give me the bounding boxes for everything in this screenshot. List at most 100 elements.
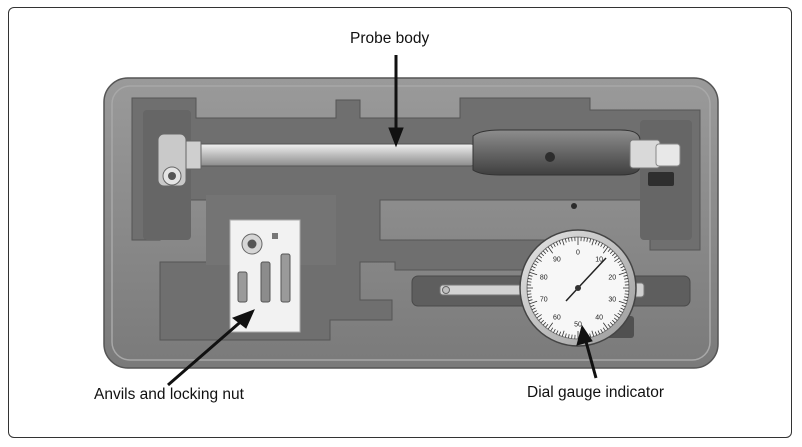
dial-tick xyxy=(533,310,538,313)
dial-tick xyxy=(558,331,562,336)
dial-gauge-arrow xyxy=(583,337,598,379)
probe-body-arrowhead xyxy=(388,127,404,148)
dial-number: 70 xyxy=(540,297,548,304)
dial-tick xyxy=(621,268,626,272)
dial-tick xyxy=(589,238,592,243)
dial-tick xyxy=(620,265,625,269)
dial-tick xyxy=(594,240,598,245)
dial-tick xyxy=(591,330,595,337)
dial-tick xyxy=(589,333,592,338)
dial-tick xyxy=(545,323,549,328)
dial-tick xyxy=(547,246,554,254)
dial-tick xyxy=(624,278,629,280)
dial-tick xyxy=(597,330,601,335)
dial-tick xyxy=(611,252,616,257)
dial-tick xyxy=(623,299,628,302)
dial-tick xyxy=(602,322,609,330)
dial-tick xyxy=(564,238,567,243)
dial-number: 30 xyxy=(608,297,616,304)
dial-tick xyxy=(534,260,539,264)
dial-tick xyxy=(538,317,543,321)
dial-tick xyxy=(527,293,532,295)
dial-tick xyxy=(613,317,618,321)
dial-gauge-label: Dial gauge indicator xyxy=(527,384,665,401)
anvils-arrowhead xyxy=(231,309,255,329)
dial-tick xyxy=(528,299,533,302)
dial-tick xyxy=(533,263,538,266)
dial-tick xyxy=(568,237,570,242)
dial-tick xyxy=(600,328,603,333)
dial-tick xyxy=(529,271,538,276)
dial-gauge: 0 10 20 30 40 50 60 70 80 90 xyxy=(439,229,645,347)
dial-tick xyxy=(602,244,606,249)
dial-tick xyxy=(617,312,622,316)
dial-tick xyxy=(618,271,627,276)
dial-tick xyxy=(555,241,559,246)
dial-tick xyxy=(534,312,539,316)
dial-tick xyxy=(602,246,609,254)
dial-tick xyxy=(614,257,620,262)
dial-number: 40 xyxy=(595,315,603,322)
dial-tick xyxy=(621,304,626,308)
dial-tick xyxy=(542,250,547,255)
probe-body xyxy=(157,129,681,187)
dial-tick xyxy=(528,274,533,277)
dial-tick xyxy=(607,248,611,253)
dial-tick xyxy=(568,334,570,339)
dial-tick xyxy=(550,327,554,332)
dial-tick xyxy=(527,281,532,283)
dial-tick xyxy=(591,239,595,246)
dial-tick xyxy=(550,244,554,249)
dial-number: 90 xyxy=(553,256,561,263)
dial-tick xyxy=(594,331,598,336)
dial-tick xyxy=(613,255,618,259)
dial-tick xyxy=(611,319,616,324)
dial-number: 50 xyxy=(574,322,582,329)
dial-tick xyxy=(542,321,547,326)
dial-tick xyxy=(614,314,620,319)
dial-tick xyxy=(558,240,562,245)
callout-arrows xyxy=(167,55,598,387)
dial-gauge-arrowhead xyxy=(576,324,593,346)
anvils-arrow xyxy=(167,316,246,387)
dial-tick xyxy=(583,237,585,242)
dial-tick xyxy=(617,260,622,264)
dial-tick xyxy=(618,300,627,305)
anvils-label: Anvils and locking nut xyxy=(94,386,244,403)
dial-tick xyxy=(600,243,603,248)
dial-tick xyxy=(564,333,567,338)
dial-number: 0 xyxy=(576,250,580,257)
dial-tick xyxy=(540,319,545,324)
dial-tick xyxy=(531,307,536,311)
dial-tick xyxy=(623,274,628,277)
dial-tick xyxy=(536,257,542,262)
probe-body-label: Probe body xyxy=(350,30,430,47)
dial-tick xyxy=(597,241,601,246)
dial-number: 20 xyxy=(608,274,616,281)
dial-tick xyxy=(586,237,588,242)
dial-tick xyxy=(624,293,629,295)
dial-tick xyxy=(602,327,606,332)
dial-number: 60 xyxy=(553,315,561,322)
dial-tick xyxy=(553,243,556,248)
dial-tick xyxy=(531,265,536,269)
dial-tick xyxy=(618,310,623,313)
dial-tick xyxy=(618,263,623,266)
dial-tick xyxy=(530,268,535,272)
dial-tick xyxy=(571,237,573,242)
dial-tick xyxy=(529,300,538,305)
dial-tick xyxy=(561,239,565,246)
figure-frame xyxy=(8,7,792,438)
dial-tick xyxy=(530,304,535,308)
dial-tick xyxy=(553,328,556,333)
dial-tick xyxy=(527,296,532,298)
dial-tick xyxy=(561,330,565,337)
dial-number: 80 xyxy=(540,274,548,281)
dial-tick xyxy=(540,252,545,257)
dial-tick xyxy=(536,314,542,319)
dial-tick xyxy=(547,322,554,330)
dial-number: 10 xyxy=(595,256,603,263)
dial-tick xyxy=(571,334,573,339)
dial-tick xyxy=(609,321,614,326)
